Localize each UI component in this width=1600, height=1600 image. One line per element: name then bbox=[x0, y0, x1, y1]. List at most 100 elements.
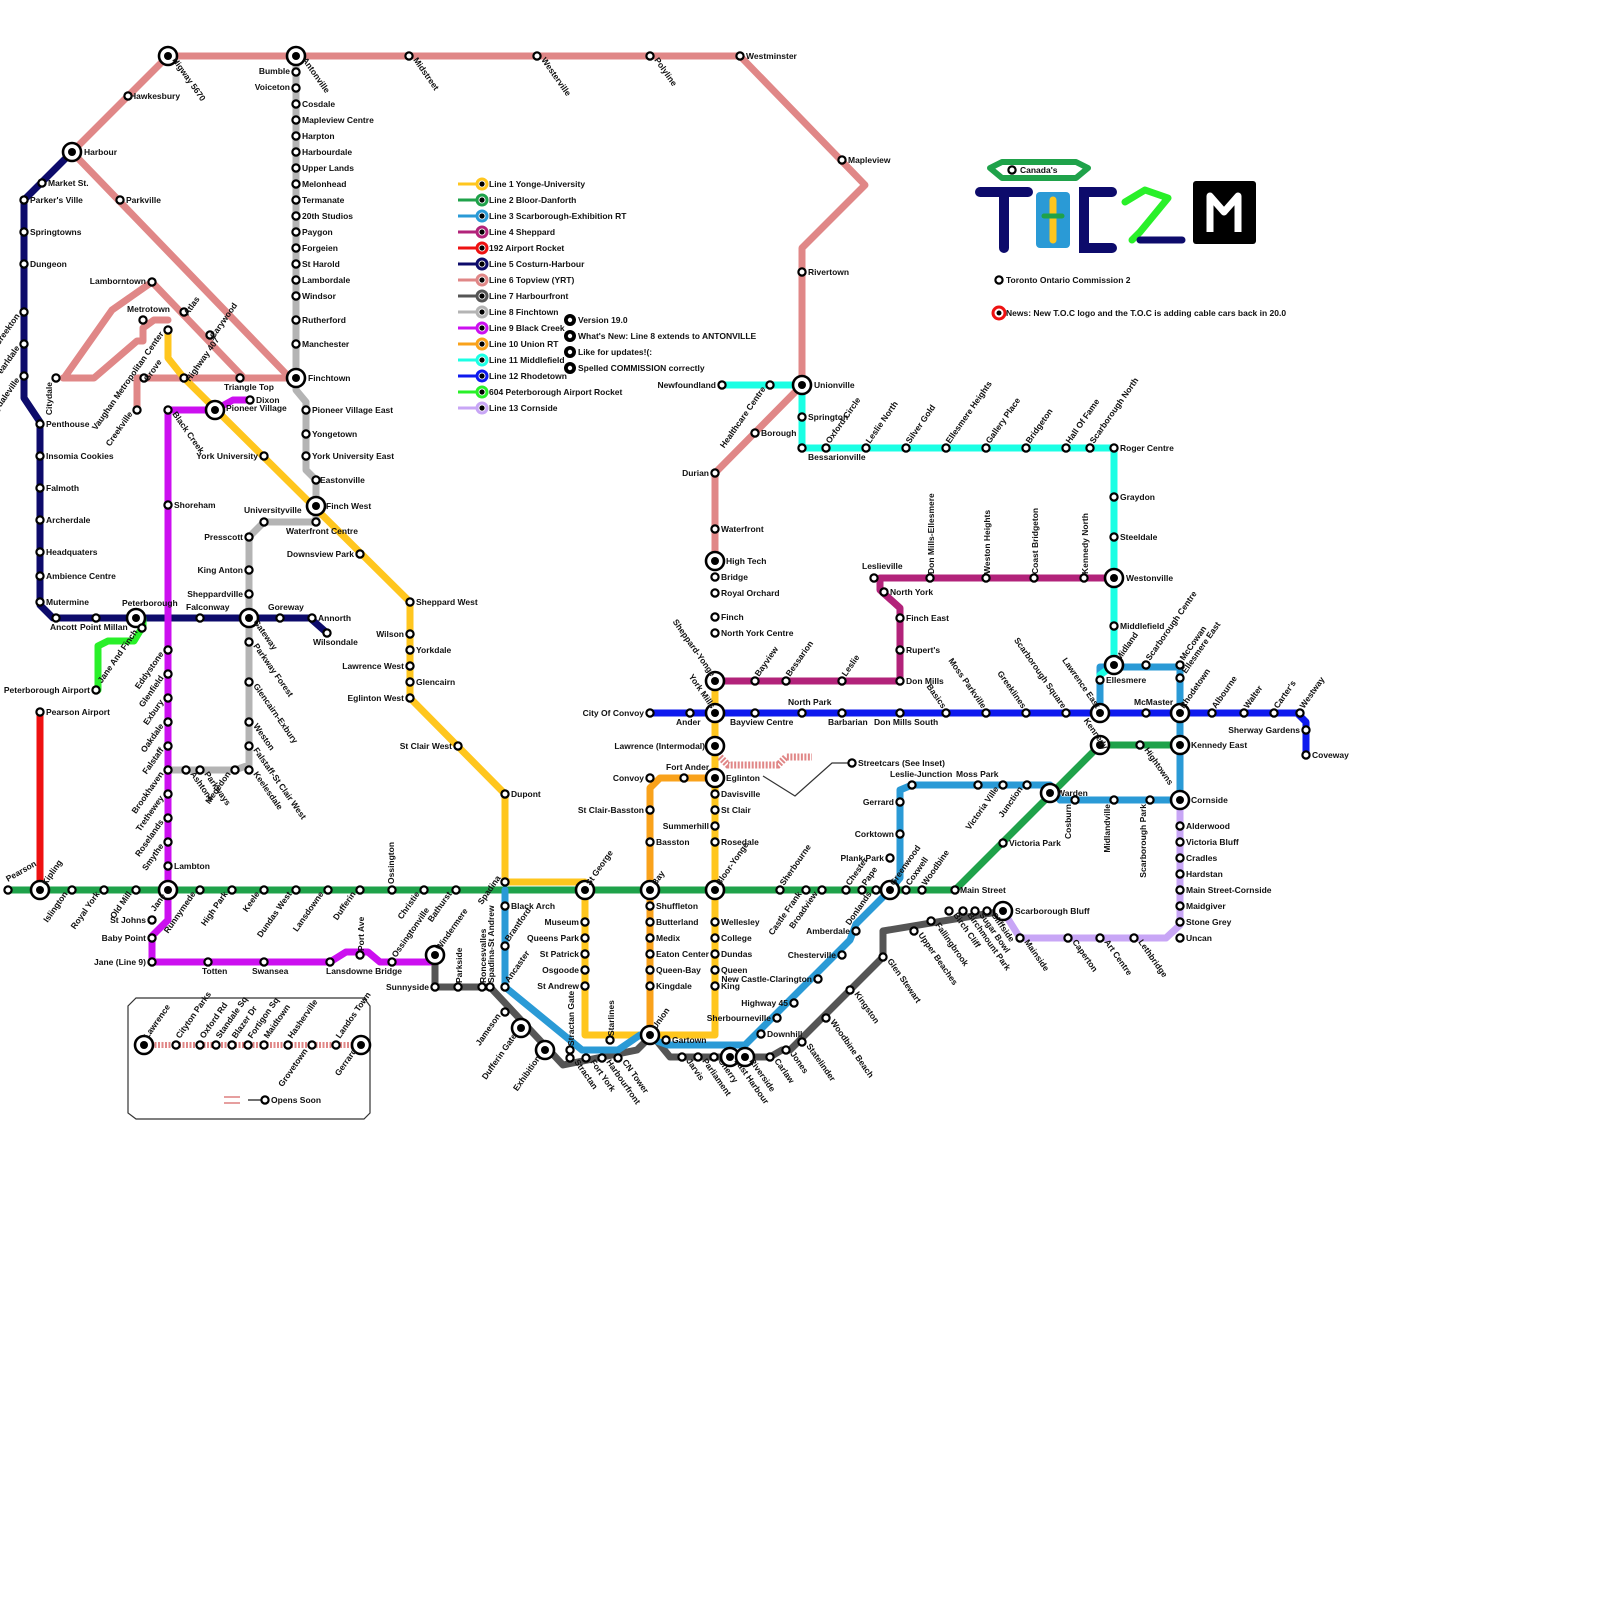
legend-swatch-dot bbox=[479, 213, 485, 219]
station-label: Coast Bridgeton bbox=[1030, 508, 1040, 574]
station-label: Downhill bbox=[767, 1029, 802, 1039]
station-label: Creekton bbox=[0, 311, 22, 347]
logo-letter-c bbox=[1079, 187, 1117, 253]
station-stop bbox=[797, 412, 807, 422]
station-label: Main Street bbox=[960, 885, 1006, 895]
station-stop bbox=[801, 885, 811, 895]
station-label: Uncan bbox=[1186, 933, 1212, 943]
station-stop bbox=[259, 957, 269, 967]
station-stop bbox=[1239, 708, 1249, 718]
station-label: Harbour bbox=[84, 147, 118, 157]
station-stop bbox=[322, 628, 332, 638]
station-label: Lawrence West bbox=[342, 661, 404, 671]
station-label: Kennedy North bbox=[1080, 513, 1090, 574]
station-stop bbox=[19, 307, 29, 317]
inset-stop bbox=[171, 1040, 181, 1050]
station-label: Don Mills-Ellesmere bbox=[926, 493, 936, 574]
station-interchange-core bbox=[1096, 709, 1104, 717]
station-stop bbox=[1295, 708, 1305, 718]
station-label: Museum bbox=[545, 917, 580, 927]
station-label: Middlefield bbox=[1120, 621, 1164, 631]
legend-label: Line 4 Sheppard bbox=[489, 227, 555, 237]
station-stop bbox=[163, 405, 173, 415]
station-stop bbox=[581, 1053, 591, 1063]
station-label: Glen Stewart bbox=[885, 956, 923, 1004]
station-label: Amberdale bbox=[806, 926, 850, 936]
station-label: Leslie-Junction bbox=[890, 769, 952, 779]
station-stop bbox=[973, 780, 983, 790]
station-label: Sheppard-Yonge bbox=[671, 617, 718, 678]
station-label: Finch West bbox=[326, 501, 371, 511]
station-label: Walter bbox=[1241, 683, 1264, 710]
station-stop bbox=[35, 451, 45, 461]
station-stop bbox=[797, 1037, 807, 1047]
station-stop bbox=[813, 974, 823, 984]
station-stop bbox=[35, 707, 45, 717]
station-label: Art Centre bbox=[1102, 937, 1134, 977]
station-label: North York bbox=[890, 587, 933, 597]
station-label: Kingdale bbox=[656, 981, 692, 991]
station-stop bbox=[405, 597, 415, 607]
station-label: Antonville bbox=[300, 55, 332, 95]
station-label: Medix bbox=[656, 933, 680, 943]
station-label: Parker's Ville bbox=[30, 195, 83, 205]
inset-callout-label: Streetcars (See Inset) bbox=[858, 758, 945, 768]
station-stop bbox=[1061, 708, 1071, 718]
station-stop bbox=[797, 708, 807, 718]
station-interchange-core bbox=[741, 1053, 749, 1061]
station-stop bbox=[772, 1013, 782, 1023]
station-stop bbox=[291, 67, 301, 77]
canada-label: Canada's bbox=[1020, 165, 1058, 175]
station-label: Rutherford bbox=[302, 315, 346, 325]
station-label: Summerhill bbox=[663, 821, 709, 831]
legend-label: Line 1 Yonge-University bbox=[489, 179, 585, 189]
station-label: Pearson Airport bbox=[46, 707, 110, 717]
station-stop bbox=[710, 524, 720, 534]
station-label: Bumble bbox=[259, 66, 290, 76]
station-stop bbox=[565, 1053, 575, 1063]
station-stop bbox=[1021, 708, 1031, 718]
station-stop bbox=[235, 373, 245, 383]
station-stop bbox=[878, 952, 888, 962]
station-stop bbox=[775, 885, 785, 895]
station-label: Goreway bbox=[268, 602, 304, 612]
station-stop bbox=[710, 805, 720, 815]
station-stop bbox=[879, 587, 889, 597]
station-stop bbox=[710, 612, 720, 622]
station-label: Lamborntown bbox=[90, 276, 146, 286]
station-label: Shuffleton bbox=[656, 901, 698, 911]
station-label: Archerdale bbox=[46, 515, 91, 525]
station-label: Cosburn bbox=[1063, 804, 1073, 839]
station-stop bbox=[291, 131, 301, 141]
station-stop bbox=[645, 805, 655, 815]
legend-label: Line 13 Cornside bbox=[489, 403, 558, 413]
station-stop bbox=[970, 906, 980, 916]
station-stop bbox=[1095, 933, 1105, 943]
station-interchange-core bbox=[164, 886, 172, 894]
station-label: Finch bbox=[721, 612, 744, 622]
station-stop bbox=[710, 588, 720, 598]
station-stop bbox=[147, 957, 157, 967]
station-label: Osgoode bbox=[542, 965, 579, 975]
station-stop bbox=[291, 115, 301, 125]
station-stop bbox=[131, 885, 141, 895]
station-label: Kingston bbox=[852, 989, 881, 1025]
station-interchange-core bbox=[1046, 789, 1054, 797]
station-stop bbox=[19, 195, 29, 205]
route-line5 bbox=[20, 148, 331, 637]
station-label: St Clair bbox=[721, 805, 751, 815]
station-stop bbox=[19, 259, 29, 269]
station-stop bbox=[925, 573, 935, 583]
station-stop bbox=[139, 373, 149, 383]
station-stop bbox=[163, 645, 173, 655]
station-label: Lethbridge bbox=[1136, 937, 1170, 979]
station-stop bbox=[765, 1052, 775, 1062]
station-label: Scarborough Bluff bbox=[1015, 906, 1090, 916]
commission-marker bbox=[994, 275, 1004, 285]
station-stop bbox=[750, 708, 760, 718]
station-stop bbox=[19, 371, 29, 381]
station-interchange-core bbox=[1110, 574, 1118, 582]
station-stop bbox=[580, 965, 590, 975]
station-stop bbox=[387, 957, 397, 967]
station-label: Steeldale bbox=[1120, 532, 1158, 542]
